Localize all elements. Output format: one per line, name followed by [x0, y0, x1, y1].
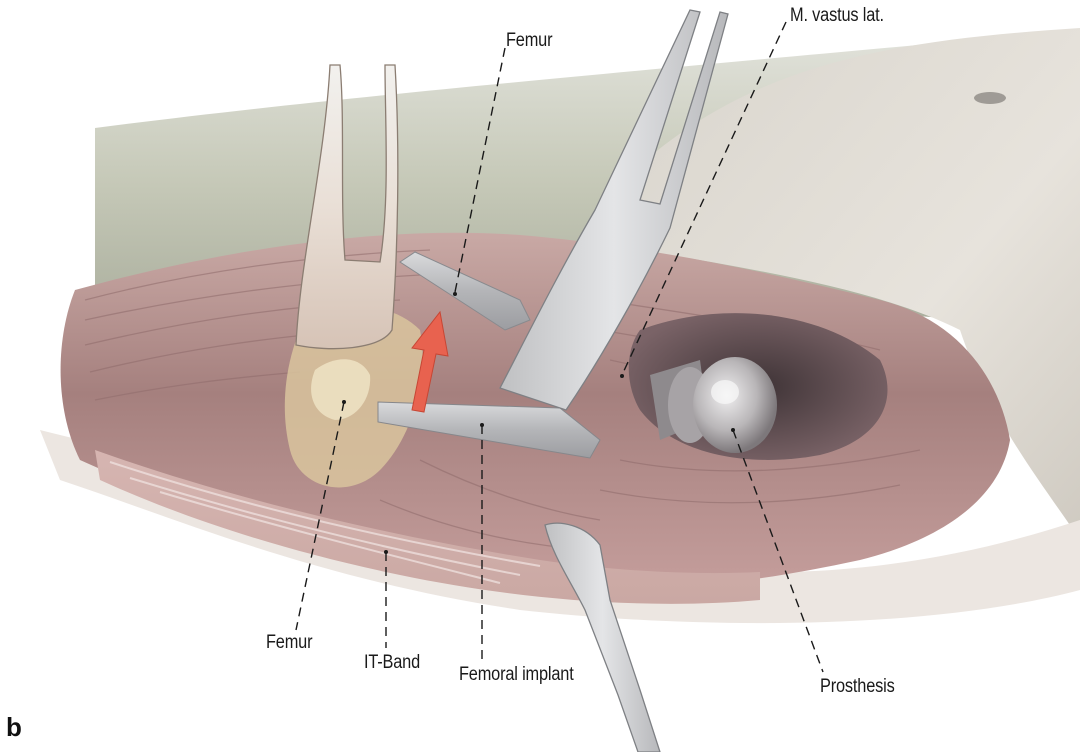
label-femoral-implant: Femoral implant: [459, 664, 574, 685]
label-vastus-lateralis: M. vastus lat.: [790, 5, 884, 26]
retractor-lower: [544, 522, 661, 752]
femoral-implant: [377, 401, 601, 459]
prosthesis-graphic: [650, 357, 777, 453]
red-arrow: [411, 310, 449, 413]
label-prosthesis: Prosthesis: [820, 676, 895, 697]
label-femur-bottom: Femur: [266, 632, 313, 653]
femur-highlight: [311, 359, 371, 420]
leader-vastus: [621, 21, 787, 376]
femoral-rasp: [399, 251, 531, 331]
leader-femur-bottom: [295, 401, 345, 631]
leader-femur-top: [454, 47, 506, 293]
it-band-fibers: [109, 461, 541, 584]
label-it-band: IT-Band: [364, 652, 421, 673]
leader-prosthesis: [732, 429, 824, 673]
retractor-center: [499, 9, 729, 411]
label-femur-top: Femur: [506, 30, 553, 51]
skin-torso: [640, 28, 1080, 540]
panel-label: b: [6, 712, 22, 742]
navel: [974, 92, 1006, 104]
thigh-underside: [40, 430, 1080, 624]
leader-lines: [295, 21, 824, 673]
retractor-left: [295, 64, 399, 350]
leader-dots: [342, 292, 735, 554]
it-band-tissue: [95, 450, 760, 604]
